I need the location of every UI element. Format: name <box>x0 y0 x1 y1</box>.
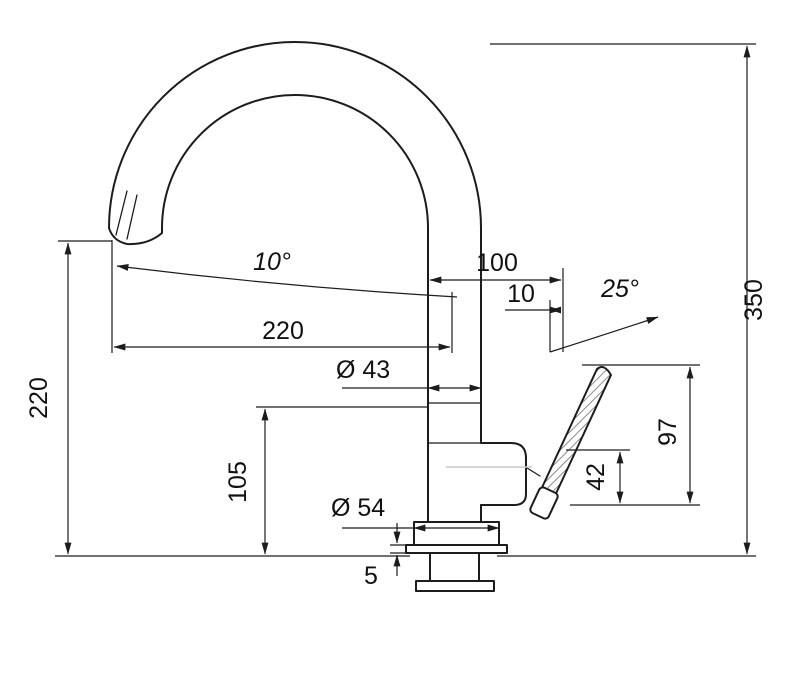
label-97: 97 <box>654 418 682 446</box>
base-flange <box>405 544 508 554</box>
ext-flange <box>390 544 406 554</box>
label-body-height-105: 105 <box>224 461 252 503</box>
label-100: 100 <box>476 249 518 277</box>
handle-mount <box>480 442 527 506</box>
dimension-labels: 10° 220 100 10 25° 350 220 105 97 42 Ø 4… <box>25 248 768 590</box>
label-10: 10 <box>507 280 535 308</box>
label-diameter-54: Ø 54 <box>331 494 385 522</box>
label-spout-height-220: 220 <box>25 377 53 419</box>
handle-pivot-line <box>526 467 541 477</box>
spout-tip <box>108 227 163 246</box>
mounting-nut <box>415 580 495 592</box>
label-42: 42 <box>582 463 610 491</box>
faucet-outline <box>108 41 612 592</box>
label-total-height-350: 350 <box>740 279 768 321</box>
dimension-lines <box>64 45 751 576</box>
angle-line-handle <box>549 316 659 353</box>
spout-outer-arc <box>108 41 482 229</box>
spout-tip-detail <box>115 190 138 240</box>
spout-inner-arc <box>161 94 429 229</box>
label-flange-5: 5 <box>364 562 378 590</box>
label-reach-220: 220 <box>262 317 304 345</box>
base-step <box>413 521 500 546</box>
label-spout-angle: 10° <box>253 248 291 276</box>
label-handle-angle: 25° <box>600 275 639 303</box>
angle-line-spout <box>116 263 458 298</box>
dim-arrow-10-left <box>550 306 561 314</box>
handle-knob <box>529 486 559 520</box>
label-diameter-43: Ø 43 <box>336 356 390 384</box>
extension-lines <box>55 43 756 557</box>
shank <box>429 552 480 582</box>
